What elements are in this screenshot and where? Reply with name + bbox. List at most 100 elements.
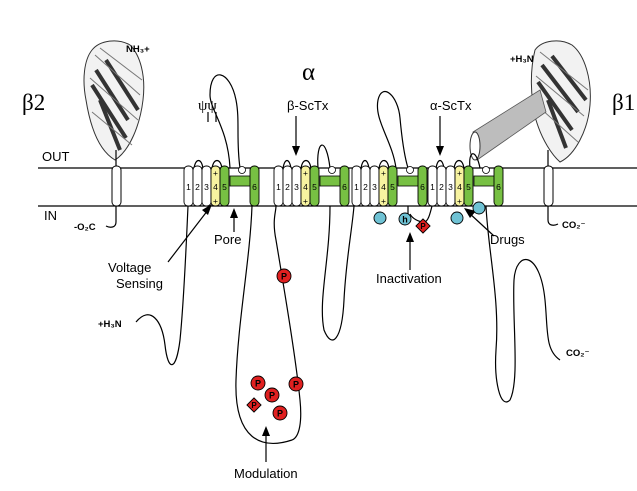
segment-label: 2 (439, 182, 444, 192)
inactivation-h-site (398, 212, 412, 226)
alpha-n-terminus (135, 205, 189, 366)
s4-plus-sign: + (381, 196, 386, 206)
segment-label: 3 (294, 182, 299, 192)
voltage-arrowhead (202, 204, 212, 215)
beta-sctx-label: β-ScTx (287, 98, 329, 113)
s4-plus-sign: + (213, 196, 218, 206)
drugs-arrow (467, 211, 495, 237)
selectivity-residue (482, 166, 490, 174)
phosphorylation-diamond (246, 397, 262, 413)
glycosylation-symbol: ψψ (198, 98, 217, 114)
alpha-d3-extracellular-loops (360, 91, 409, 169)
alpha-inactivation-linker (407, 205, 433, 223)
s4-plus-sign: + (303, 168, 308, 178)
drug-binding-site (472, 201, 486, 215)
segment-label: 2 (285, 182, 290, 192)
in-label: IN (44, 208, 57, 223)
phosphorylation-site (288, 376, 304, 392)
segment-label: 4 (457, 182, 462, 192)
s4-plus-sign: + (457, 196, 462, 206)
phosphorylation-label: P (269, 391, 275, 401)
pore-loop-d3 (397, 175, 421, 187)
beta1-tm-segment (543, 165, 554, 207)
alpha-title: α (302, 59, 315, 86)
segment-label: 3 (448, 182, 453, 192)
beta1-label: β1 (612, 90, 635, 115)
alpha-c-terminus-label: CO₂⁻ (566, 348, 590, 359)
s4-plus-sign: + (213, 168, 218, 178)
segment-d4-s5 (463, 165, 474, 207)
segment-d3-s5 (387, 165, 398, 207)
segment-d1-s6 (249, 165, 260, 207)
phosphorylation-label: P (277, 409, 283, 419)
out-label: OUT (42, 149, 70, 164)
alpha-subunit-loops (135, 74, 561, 444)
segment-label: 1 (276, 182, 281, 192)
selectivity-residue (406, 166, 414, 174)
segment-label: 6 (342, 182, 347, 192)
modulation-label: Modulation (234, 466, 298, 481)
segment-label: 2 (195, 182, 200, 192)
beta1-subunit: +H₃N CO₂⁻ (469, 40, 591, 231)
beta2-subunit: NH₃+ -O₂C (74, 40, 150, 233)
phosphorylation-site (272, 405, 288, 421)
phosphorylation-label: P (293, 380, 299, 390)
segment-label: 3 (204, 182, 209, 192)
segment-label: 6 (252, 182, 257, 192)
alpha-c-terminus (485, 205, 561, 403)
modulation-arrowhead (262, 426, 270, 436)
alpha-d2-extracellular-loops (282, 144, 331, 169)
selectivity-residue (238, 166, 246, 174)
beta2-c-tail (105, 206, 117, 228)
inactivation-h-label: h (402, 215, 408, 225)
segment-label: 5 (390, 182, 395, 192)
pore-loop-d1 (229, 175, 253, 187)
segment-label: 3 (372, 182, 377, 192)
segment-label: 4 (303, 182, 308, 192)
beta1-c-tail (547, 206, 559, 226)
segment-label: 1 (186, 182, 191, 192)
beta2-nh3-label: NH₃+ (126, 44, 150, 55)
beta2-co2-label: -O₂C (74, 222, 96, 233)
alpha-sctx-arrowhead (436, 146, 444, 156)
segment-label: 5 (222, 182, 227, 192)
voltage-arrow (167, 209, 209, 263)
segment-d1-s5 (219, 165, 230, 207)
phosphorylation-diamond (415, 218, 431, 234)
alpha-sctx-binding-cone (472, 89, 547, 161)
alpha-n-terminus-label: +H₃N (98, 319, 122, 330)
selectivity-residue (328, 166, 336, 174)
segment-label: 6 (496, 182, 501, 192)
pore-loop-d4 (473, 175, 497, 187)
phosphorylation-label: P (255, 379, 261, 389)
beta2-label: β2 (22, 90, 45, 115)
pore-arrowhead (230, 208, 238, 218)
drugs-arrowhead (464, 208, 476, 218)
segment-label: 4 (213, 182, 218, 192)
segment-label: 5 (312, 182, 317, 192)
s4-plus-sign: + (303, 196, 308, 206)
pore-label: Pore (214, 232, 241, 247)
inactivation-label: Inactivation (376, 271, 442, 286)
alpha-loop-d1-d2 (235, 205, 302, 444)
inactivation-arrowhead (406, 232, 414, 242)
alpha-d1-extracellular-loops (193, 74, 241, 169)
segment-d3-s6 (417, 165, 428, 207)
segment-label: 1 (354, 182, 359, 192)
phosphorylation-label: P (251, 401, 257, 410)
segment-label: 6 (420, 182, 425, 192)
sensing-label: Sensing (116, 276, 163, 291)
segment-d2-s5 (309, 165, 320, 207)
phosphorylation-site (250, 375, 266, 391)
segment-d2-s6 (339, 165, 350, 207)
alpha-sctx-cone-base (469, 131, 481, 161)
glyco-stem (207, 112, 217, 122)
alpha-loop-d2-d3 (321, 205, 355, 341)
drugs-label: Drugs (490, 232, 525, 247)
